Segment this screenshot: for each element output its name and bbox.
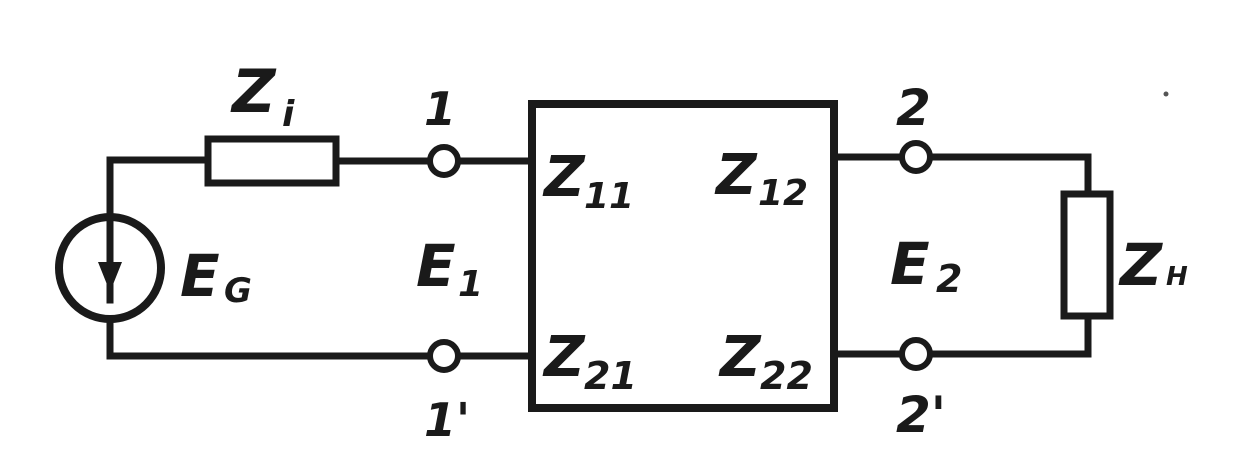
terminal-1-prime-node [427,339,461,373]
source-label: E [180,242,220,310]
terminal-1-prime-label: 1' [424,393,470,447]
load-label: Z [1118,231,1163,299]
wire-terminal-2-prime-to-load [926,310,1092,358]
z21-label: Z [542,325,586,390]
wire-source-top [106,156,214,234]
terminal-2-node [899,140,933,174]
port2-voltage-label: E [890,230,930,298]
source-arrow-head [98,262,122,292]
z12-label: Z [714,143,758,208]
load-resistor [1060,190,1114,320]
terminal-2-label: 2 [896,79,931,137]
source-resistor-label: Z [230,57,277,127]
load-subscript: H [1166,262,1188,292]
two-port-network-box [528,100,838,412]
terminal-2-prime-node [899,337,933,371]
wire-source-bottom [106,306,434,360]
port1-voltage-subscript: 1 [458,264,483,305]
z22-subscript: 22 [760,354,813,398]
z11-subscript: 11 [584,176,634,217]
scan-speck [1163,91,1169,97]
wire-terminal-2-to-load [926,153,1092,200]
z12-subscript: 12 [758,173,808,214]
port2-voltage-subscript: 2 [936,257,962,301]
z21-subscript: 21 [584,354,637,398]
source-resistor [204,135,340,187]
z22-label: Z [718,325,762,390]
terminal-1-label: 1 [424,82,456,136]
z11-label: Z [542,145,586,210]
terminal-2-prime-label: 2' [896,386,946,444]
terminal-1-node [427,144,461,178]
source-resistor-subscript: i [282,94,295,135]
port1-voltage-label: E [416,232,456,300]
source-subscript: G [224,271,252,311]
